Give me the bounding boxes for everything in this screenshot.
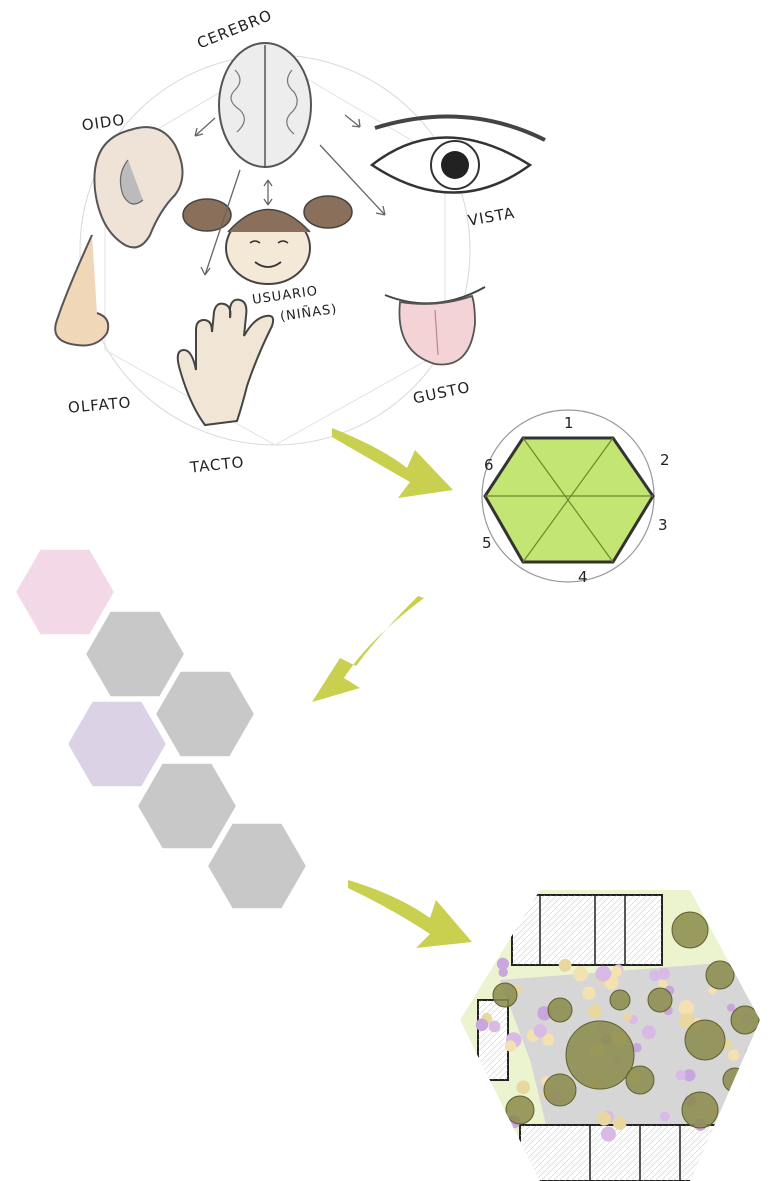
chain-hexagon: [67, 701, 167, 788]
label-usuario: USUARIO: [251, 284, 319, 308]
site-plan-dot: [477, 1090, 489, 1102]
hex-number-1: 1: [564, 414, 575, 432]
site-plan-dot: [496, 1112, 509, 1125]
site-plan-dot: [597, 1112, 611, 1126]
chain-hexagon: [85, 611, 185, 698]
site-plan-tree: [723, 1068, 747, 1092]
site-plan-tree: [626, 1066, 654, 1094]
tongue-icon: [385, 287, 485, 365]
site-plan-dot: [534, 1024, 547, 1037]
hexagon-sketch-shape: [485, 438, 653, 562]
hex-number-5: 5: [482, 534, 493, 552]
ear-icon: [94, 127, 182, 247]
label-vista: VISTA: [467, 204, 517, 230]
site-plan-dot: [649, 970, 660, 981]
chain-hexagon: [137, 763, 237, 850]
site-plan-tree: [706, 961, 734, 989]
site-plan-tree: [566, 1021, 634, 1089]
site-plan-tree: [493, 983, 517, 1007]
site-plan-tree: [506, 1096, 534, 1124]
hex-number-2: 2: [660, 451, 671, 469]
site-plan-dot: [601, 1127, 616, 1142]
site-plan-tree: [685, 1020, 725, 1060]
site-plan-dot: [559, 959, 572, 972]
hex-number-3: 3: [658, 516, 669, 534]
arrow-2: [312, 596, 424, 702]
hex-number-6: 6: [484, 456, 495, 474]
hexagon-chain: [15, 549, 307, 910]
site-plan-dot: [486, 1121, 502, 1137]
hand-icon: [178, 300, 273, 425]
site-plan-dot: [624, 1013, 632, 1021]
label-oido: OIDO: [81, 111, 127, 135]
site-plan-dot: [744, 1119, 759, 1134]
site-plan-dot: [476, 1019, 489, 1032]
site-plan-dot: [750, 1067, 765, 1082]
site-plan-tree: [610, 990, 630, 1010]
site-plan-dot: [660, 1112, 670, 1122]
site-plan-dot: [573, 966, 588, 981]
chain-hexagon: [15, 549, 115, 636]
arrow-1: [332, 428, 453, 498]
site-plan-dot: [505, 1040, 516, 1051]
site-plan-dot: [499, 968, 508, 977]
senses-sketch: CEREBRO OIDO VISTA USUARIO (NIÑAS): [55, 6, 545, 477]
label-gusto: GUSTO: [411, 378, 472, 408]
label-olfato: OLFATO: [67, 393, 132, 416]
site-plan-dot: [751, 1035, 761, 1045]
label-tacto: TACTO: [188, 453, 245, 477]
site-plan-dot: [753, 1074, 762, 1083]
brain-icon: [219, 43, 311, 168]
site-plan-dot: [588, 1004, 602, 1018]
label-ninas: (NIÑAS): [279, 301, 338, 325]
chain-hexagon: [207, 823, 307, 910]
eye-icon: [372, 116, 545, 192]
site-plan-dot: [613, 1117, 626, 1130]
site-plan-tree: [648, 988, 672, 1012]
arrow-3: [348, 880, 472, 948]
site-plan-tree: [548, 998, 572, 1022]
site-plan-dot: [582, 987, 595, 1000]
site-plan-dot: [611, 966, 622, 977]
site-plan-dot: [516, 1081, 530, 1095]
hex-number-4: 4: [578, 568, 589, 586]
site-plan-dot: [497, 1122, 507, 1132]
chain-hexagon: [155, 671, 255, 758]
flow-arrows: [312, 428, 472, 948]
site-plan-hexagon: [455, 885, 765, 1181]
nose-icon: [55, 235, 108, 346]
site-plan-dot: [727, 1004, 735, 1012]
site-plan-dot: [745, 1049, 753, 1057]
hexagon-sketch: 1 2 3 4 5 6: [482, 410, 671, 586]
site-plan-dot: [676, 1070, 686, 1080]
site-plan-dot: [728, 1049, 739, 1060]
site-plan-tree: [731, 1006, 759, 1034]
site-plan-tree: [682, 1092, 718, 1128]
site-plan-dot: [595, 966, 611, 982]
site-plan-dot: [489, 1021, 501, 1033]
site-plan-tree: [672, 912, 708, 948]
site-plan-dot: [642, 1025, 656, 1039]
site-plan-tree: [544, 1074, 576, 1106]
